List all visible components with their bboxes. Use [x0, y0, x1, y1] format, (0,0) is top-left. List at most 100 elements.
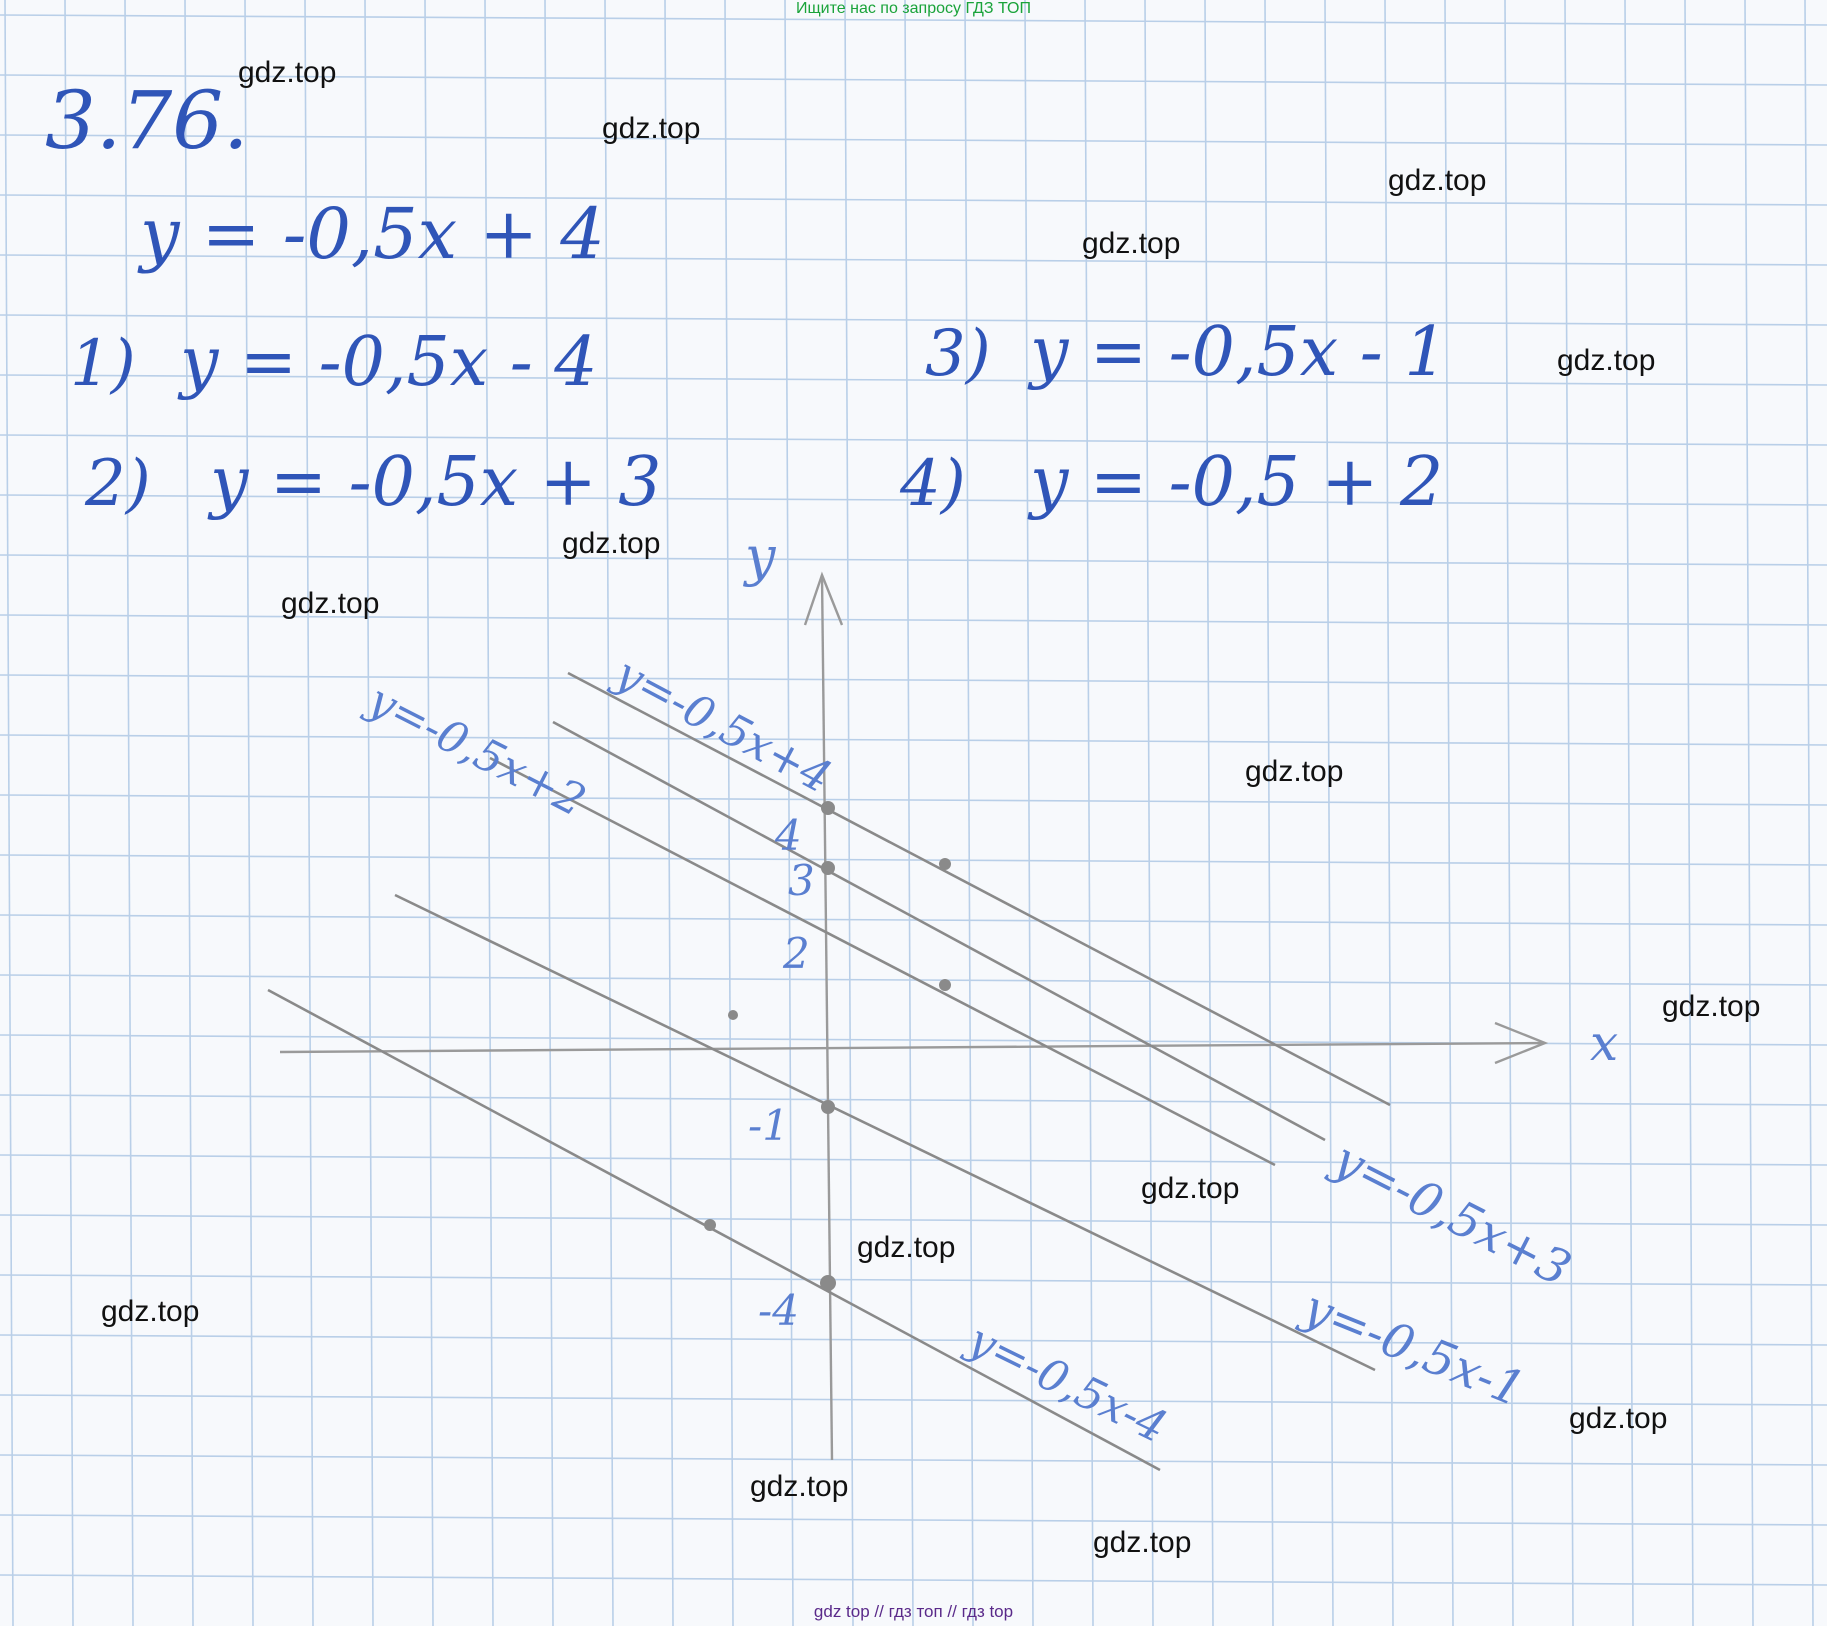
grid-line: [124, 0, 134, 1626]
grid-line: [0, 254, 1827, 266]
grid-line: [0, 794, 1827, 806]
line-minus-half-x-minus-4: [267, 988, 1161, 1472]
grid-line: [0, 554, 1827, 566]
x-axis-arrow: [1494, 1021, 1549, 1065]
item-1-equation: y = -0,5x - 4: [177, 323, 598, 402]
grid-line: [1384, 0, 1394, 1626]
grid-line: [1084, 0, 1094, 1626]
item-4-number: 4): [899, 447, 966, 521]
grid-line: [0, 854, 1827, 866]
tick-label-minus-1: -1: [748, 1101, 789, 1150]
line-minus-half-x-plus-3: [552, 720, 1326, 1142]
watermark-text: gdz.top: [1141, 1172, 1239, 1205]
grid-line: [904, 0, 914, 1626]
item-2-equation: y = -0,5x + 3: [207, 443, 662, 522]
grid-line: [1324, 0, 1334, 1626]
grid-line: [424, 0, 434, 1626]
point: [939, 858, 951, 870]
grid-line: [364, 0, 374, 1626]
point: [821, 1100, 835, 1114]
watermark-text: gdz.top: [602, 112, 700, 145]
watermark-text: gdz.top: [1093, 1526, 1191, 1559]
tick-label-4: 4: [774, 811, 802, 860]
watermark-text: gdz.top: [1569, 1402, 1667, 1435]
point: [821, 861, 835, 875]
x-axis-label: x: [1590, 1014, 1618, 1072]
search-hint-link[interactable]: Ищите нас по запросу ГДЗ ТОП: [796, 0, 1031, 17]
grid-line: [0, 1154, 1827, 1166]
grid-line: [0, 134, 1827, 146]
grid-line: [544, 0, 554, 1626]
watermarks: gdz.top gdz.top gdz.top gdz.top gdz.top …: [101, 56, 1760, 1559]
line-minus-half-x-plus-2: [489, 756, 1276, 1167]
point: [821, 801, 835, 815]
grid-line: [1504, 0, 1514, 1626]
grid-line: [0, 1574, 1827, 1586]
label-line-plus-4: y=-0,5x+4: [605, 647, 839, 804]
watermark-text: gdz.top: [750, 1470, 848, 1503]
line-minus-half-x-minus-1: [394, 893, 1376, 1372]
watermark-text: gdz.top: [1557, 344, 1655, 377]
problem-number: 3.76.: [45, 74, 249, 167]
footer-links[interactable]: gdz top // гдз топ // гдз top: [813, 1602, 1014, 1621]
grid-line: [0, 614, 1827, 626]
grid-line: [1564, 0, 1574, 1626]
grid-line: [1684, 0, 1694, 1626]
point: [939, 979, 951, 991]
grid-line: [664, 0, 674, 1626]
watermark-text: gdz.top: [1388, 164, 1486, 197]
grid-line: [0, 1514, 1827, 1526]
grid-line: [64, 0, 74, 1626]
watermark-text: gdz.top: [281, 587, 379, 620]
grid-line: [0, 1034, 1827, 1046]
grid-line: [604, 0, 614, 1626]
grid-line: [0, 14, 1827, 26]
point: [820, 1275, 836, 1291]
grid-line: [0, 674, 1827, 686]
item-2-number: 2): [84, 447, 151, 521]
point: [728, 1010, 738, 1020]
watermark-text: gdz.top: [238, 56, 336, 89]
grid-line: [784, 0, 794, 1626]
grid-line: [0, 494, 1827, 506]
plotted-points: [704, 801, 951, 1291]
grid-line: [1444, 0, 1454, 1626]
watermark-text: gdz.top: [562, 527, 660, 560]
item-1-number: 1): [70, 327, 136, 401]
grid-line: [1264, 0, 1274, 1626]
label-line-minus-4: y=-0,5x-4: [958, 1313, 1174, 1453]
grid-line: [0, 374, 1827, 386]
tick-label-minus-4: -4: [758, 1286, 799, 1335]
grid-line: [0, 974, 1827, 986]
y-axis: [820, 574, 834, 1461]
grid-line: [0, 1334, 1827, 1346]
grid-line: [1144, 0, 1154, 1626]
watermark-text: gdz.top: [101, 1295, 199, 1328]
grid-line: [0, 434, 1827, 446]
grid-line: [1204, 0, 1214, 1626]
grid-line: [1624, 0, 1634, 1626]
grid-line: [0, 194, 1827, 206]
x-axis: [279, 1041, 1546, 1054]
watermark-text: gdz.top: [1082, 227, 1180, 260]
grid-line: [0, 314, 1827, 326]
grid-line: [1024, 0, 1034, 1626]
label-line-plus-2: y=-0,5x+2: [358, 673, 593, 827]
grid-line: [0, 734, 1827, 746]
grid-line: [244, 0, 254, 1626]
grid-line: [1744, 0, 1754, 1626]
y-axis-arrow: [803, 571, 844, 626]
grid-line: [184, 0, 194, 1626]
grid-line: [0, 1394, 1827, 1406]
grid-line: [4, 0, 14, 1626]
point: [704, 1219, 716, 1231]
item-3-number: 3): [925, 317, 991, 391]
tick-label-2: 2: [782, 929, 810, 978]
line-minus-half-x-plus-4: [567, 671, 1391, 1107]
grid-line: [0, 914, 1827, 926]
grid-line: [0, 1094, 1827, 1106]
given-equation: y = -0,5x + 4: [137, 193, 605, 275]
grid-line: [0, 1214, 1827, 1226]
item-3-equation: y = -0,5x - 1: [1027, 313, 1448, 392]
